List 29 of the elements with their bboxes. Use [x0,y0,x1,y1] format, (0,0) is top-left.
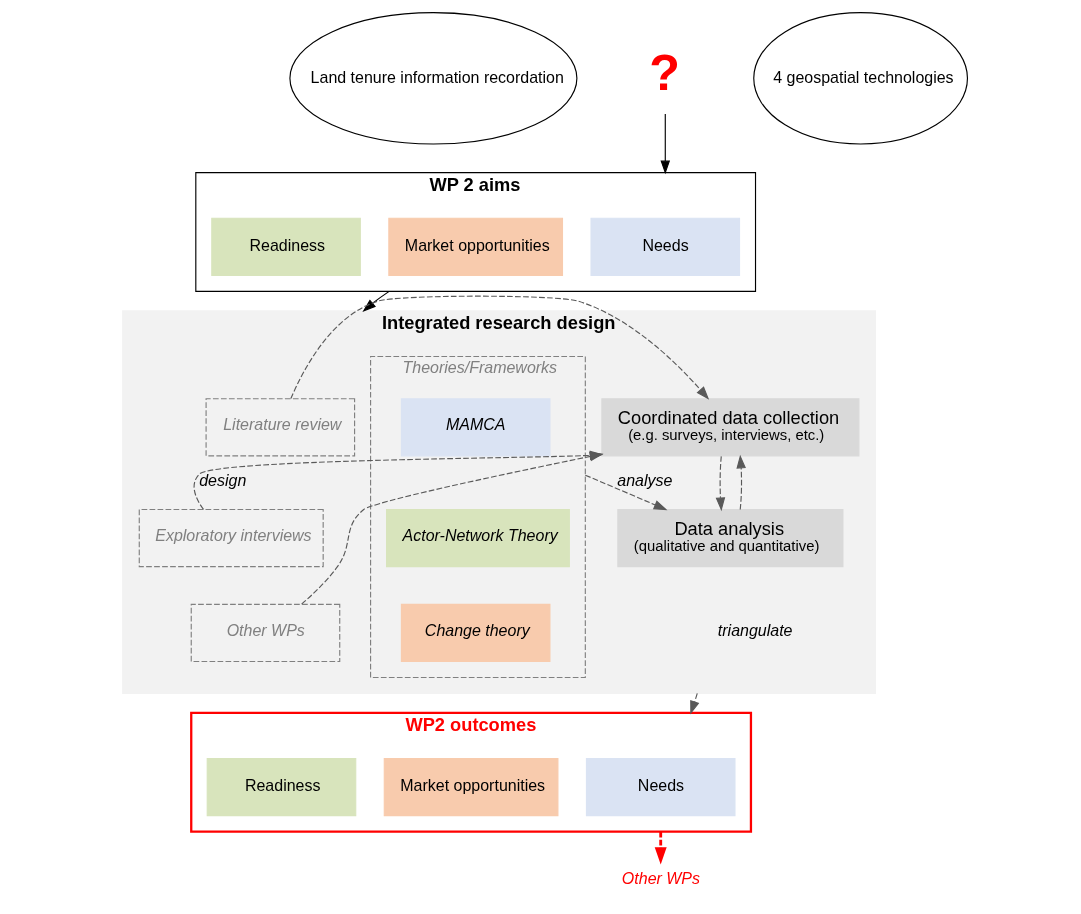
node-box: Market opportunities [388,217,564,276]
node-ellipse: 4 geospatial technologies [753,12,969,145]
arrow [690,692,700,715]
node-text: Other WPs [621,869,701,887]
node-text: ? [649,44,680,101]
node-box: Data analysis (qualitative and quantitative) [617,508,844,568]
edge-label: design [199,471,247,489]
arrow [290,295,710,400]
node-box: Coordinated data collection (e.g. surveys, interviews, etc.) [601,398,860,457]
node-box: Needs [590,217,741,276]
node-box: MAMCA [400,398,551,457]
node-box: Other WPs [190,603,341,663]
node-box: Needs [585,758,736,817]
node-box: Change theory [400,603,551,663]
arrow [660,113,671,175]
arrow [715,455,726,512]
node-box: Readiness [211,217,361,276]
edge-label: triangulate [717,621,793,639]
edge-label: analyse [617,471,673,489]
node-box: Actor-Network Theory [386,508,570,568]
node-box: Exploratory interviews [138,508,324,568]
node-box: Literature review [205,398,356,457]
node-box: Readiness [206,758,357,817]
arrow [362,290,390,312]
node-ellipse: Land tenure information recordation [289,12,578,145]
node-box: Market opportunities [383,758,559,817]
arrow [654,831,667,865]
arrow [736,454,746,511]
arrow [584,474,668,511]
